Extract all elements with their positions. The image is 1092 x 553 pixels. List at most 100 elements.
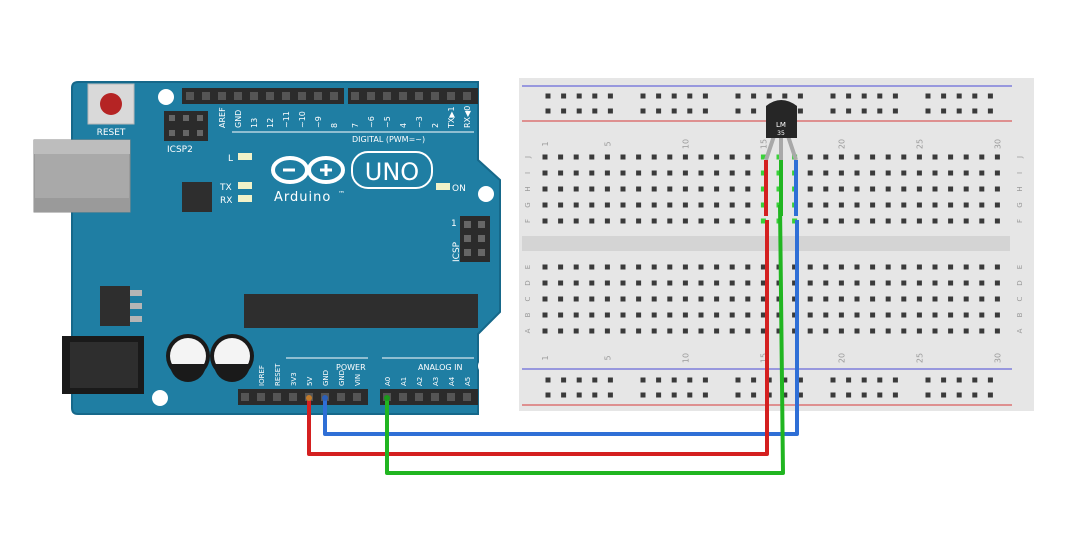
breadboard-hole — [729, 202, 735, 208]
header-pin — [234, 92, 242, 100]
breadboard-hole — [558, 280, 564, 286]
breadboard-hole — [729, 328, 735, 334]
breadboard-hole — [854, 202, 860, 208]
breadboard-hole — [776, 312, 782, 318]
atmega328-chip — [244, 294, 478, 328]
digital-pin-label: GND — [234, 110, 243, 128]
breadboard-hole — [573, 280, 579, 286]
header-pin — [353, 393, 361, 401]
breadboard-hole — [963, 186, 969, 192]
breadboard-hole — [948, 280, 954, 286]
breadboard-hole — [870, 296, 876, 302]
breadboard-hole — [589, 186, 595, 192]
breadboard-hole — [885, 154, 891, 160]
breadboard-hole — [589, 328, 595, 334]
rail-hole — [592, 392, 598, 398]
breadboard-hole — [838, 218, 844, 224]
rail-hole — [561, 108, 567, 114]
power-pin-label: 3V3 — [290, 372, 298, 386]
rail-hole — [656, 392, 662, 398]
rail-hole — [751, 377, 757, 383]
breadboard-hole — [651, 264, 657, 270]
breadboard-hole — [994, 170, 1000, 176]
breadboard-hole — [667, 170, 673, 176]
reset-button[interactable] — [87, 83, 135, 125]
breadboard-hole — [948, 218, 954, 224]
breadboard-hole — [745, 328, 751, 334]
breadboard-hole — [729, 312, 735, 318]
header-pin — [431, 92, 439, 100]
breadboard-hole — [542, 280, 548, 286]
breadboard-hole — [729, 280, 735, 286]
breadboard-hole — [745, 218, 751, 224]
rail-hole — [751, 392, 757, 398]
row-letter: H — [1016, 186, 1024, 191]
breadboard-hole — [807, 328, 813, 334]
breadboard-hole — [714, 328, 720, 334]
mounting-hole — [478, 186, 494, 202]
rail-hole — [941, 392, 947, 398]
breadboard-hole — [542, 218, 548, 224]
breadboard-hole — [604, 218, 610, 224]
board-outline — [71, 81, 501, 415]
trademark-symbol: ™ — [338, 190, 345, 198]
digital-pin-label: ~11 — [282, 111, 291, 128]
rail-hole — [797, 377, 803, 383]
rail-hole — [545, 377, 551, 383]
breadboard-hole — [714, 218, 720, 224]
breadboard-hole — [573, 154, 579, 160]
breadboard-hole — [682, 280, 688, 286]
breadboard-hole — [620, 280, 626, 286]
row-letter: F — [1016, 219, 1024, 223]
breadboard-hole — [698, 170, 704, 176]
rail-hole — [830, 377, 836, 383]
breadboard-hole — [745, 296, 751, 302]
breadboard-hole — [885, 328, 891, 334]
breadboard-hole — [885, 296, 891, 302]
breadboard-hole — [870, 264, 876, 270]
breadboard-hole — [542, 186, 548, 192]
rail-hole — [892, 392, 898, 398]
rail-hole — [735, 377, 741, 383]
header-pin — [273, 393, 281, 401]
header-pin — [257, 393, 265, 401]
voltage-regulator — [100, 286, 142, 326]
power-jack — [62, 336, 144, 394]
breadboard-hole — [870, 202, 876, 208]
rail-hole — [656, 93, 662, 99]
breadboard-hole — [682, 264, 688, 270]
breadboard-hole — [916, 296, 922, 302]
breadboard-hole — [948, 328, 954, 334]
icsp2-label: ICSP2 — [167, 145, 193, 155]
breadboard-hole — [573, 186, 579, 192]
rail-hole — [592, 377, 598, 383]
breadboard-hole — [651, 280, 657, 286]
breadboard-hole — [667, 202, 673, 208]
rail-hole — [656, 108, 662, 114]
header-pin — [289, 393, 297, 401]
breadboard-hole — [870, 154, 876, 160]
breadboard-hole — [901, 296, 907, 302]
breadboard-hole — [870, 170, 876, 176]
breadboard-hole — [604, 328, 610, 334]
rail-hole — [877, 392, 883, 398]
digital-pin-label: 8 — [330, 123, 339, 128]
rail-hole — [925, 377, 931, 383]
digital-pin-label: 7 — [351, 123, 360, 128]
row-letter: H — [524, 186, 532, 191]
rail-hole — [941, 108, 947, 114]
breadboard-hole — [760, 218, 766, 224]
breadboard-hole — [604, 202, 610, 208]
breadboard-hole — [948, 264, 954, 270]
breadboard-hole — [542, 264, 548, 270]
breadboard-hole — [901, 218, 907, 224]
digital-pin-label: TX▶1 — [447, 106, 456, 129]
breadboard-hole — [885, 264, 891, 270]
breadboard-hole — [963, 328, 969, 334]
column-number: 15 — [759, 353, 768, 363]
breadboard-hole — [558, 170, 564, 176]
breadboard-hole — [963, 264, 969, 270]
digital-pin-label: AREF — [218, 107, 227, 128]
